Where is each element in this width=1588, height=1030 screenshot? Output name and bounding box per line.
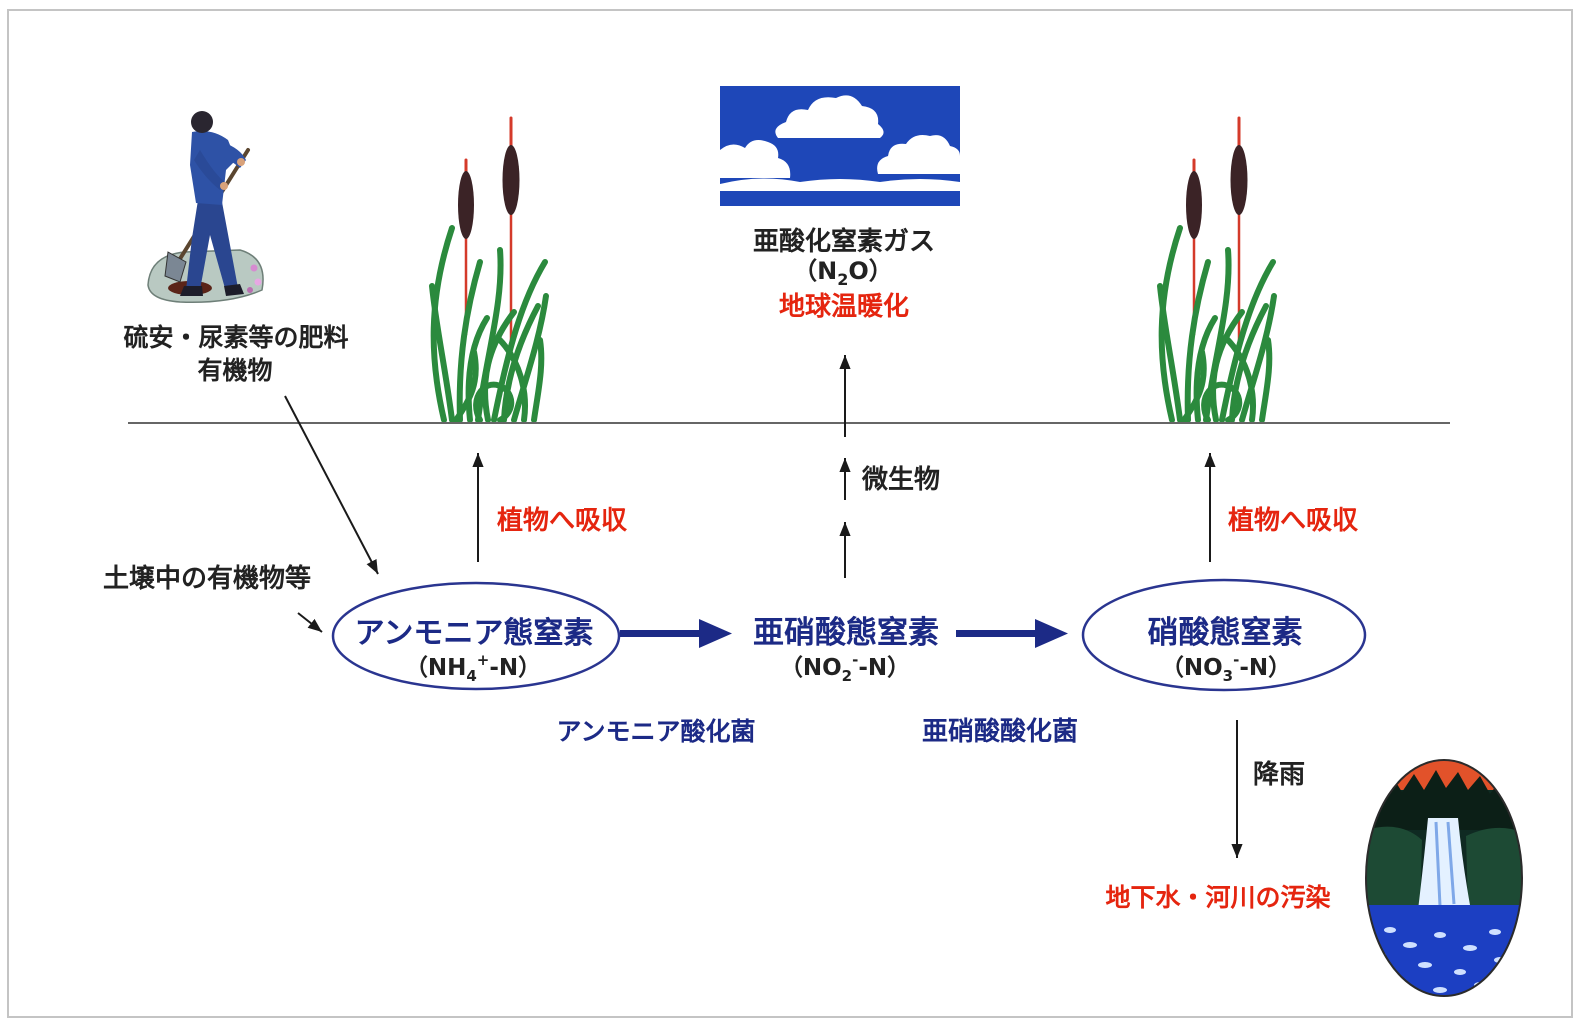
- farmer-icon: [147, 111, 264, 303]
- organic-matter-label: 有機物: [197, 356, 272, 385]
- ammonium-node-ellipse: [331, 581, 621, 691]
- arrow-ammonium-to-nitrite: [620, 619, 732, 648]
- microbes-label: 微生物: [861, 464, 940, 495]
- global-warming-label: 地球温暖化: [779, 292, 909, 322]
- cattail-icon-right: [1160, 118, 1274, 420]
- nitrite-label: 亜硝酸態窒素: [753, 615, 939, 651]
- nitrite-oxidizing-bacteria-label: 亜硝酸酸化菌: [922, 717, 1078, 747]
- nitrate-label: 硝酸態窒素: [1148, 615, 1303, 651]
- nitrate-node-ellipse: [1081, 578, 1367, 692]
- n2o-formula: （N2O）: [793, 257, 893, 289]
- nitrite-formula: （NO2--N）: [780, 651, 910, 685]
- sky-clouds-icon: [720, 86, 960, 206]
- plant-uptake-label-left: 植物へ吸収: [497, 506, 628, 536]
- ammonium-label: アンモニア態窒素: [355, 616, 594, 651]
- ammonium-formula: （NH4+-N）: [405, 651, 541, 685]
- arrow-soil-organic-to-ammonium: [297, 612, 323, 633]
- waterfall-icon: [1365, 759, 1523, 997]
- n2o-gas-label: 亜酸化窒素ガス: [753, 226, 935, 257]
- fertilizer-label: 硫安・尿素等の肥料: [123, 323, 348, 352]
- nitrate-formula: （NO3--N）: [1161, 651, 1291, 685]
- ammonia-oxidizing-bacteria-label: アンモニア酸化菌: [556, 717, 755, 746]
- arrow-nitrite-to-nitrate: [956, 619, 1068, 648]
- plant-uptake-label-right: 植物へ吸収: [1228, 506, 1359, 536]
- rainfall-label: 降雨: [1253, 760, 1305, 790]
- water-pollution-label: 地下水・河川の汚染: [1105, 883, 1330, 912]
- cattail-icon-left: [432, 118, 546, 420]
- arrow-fertilizer-to-ammonium: [284, 395, 379, 575]
- soil-organic-label: 土壌中の有機物等: [103, 563, 311, 594]
- page-frame: [7, 9, 1573, 1018]
